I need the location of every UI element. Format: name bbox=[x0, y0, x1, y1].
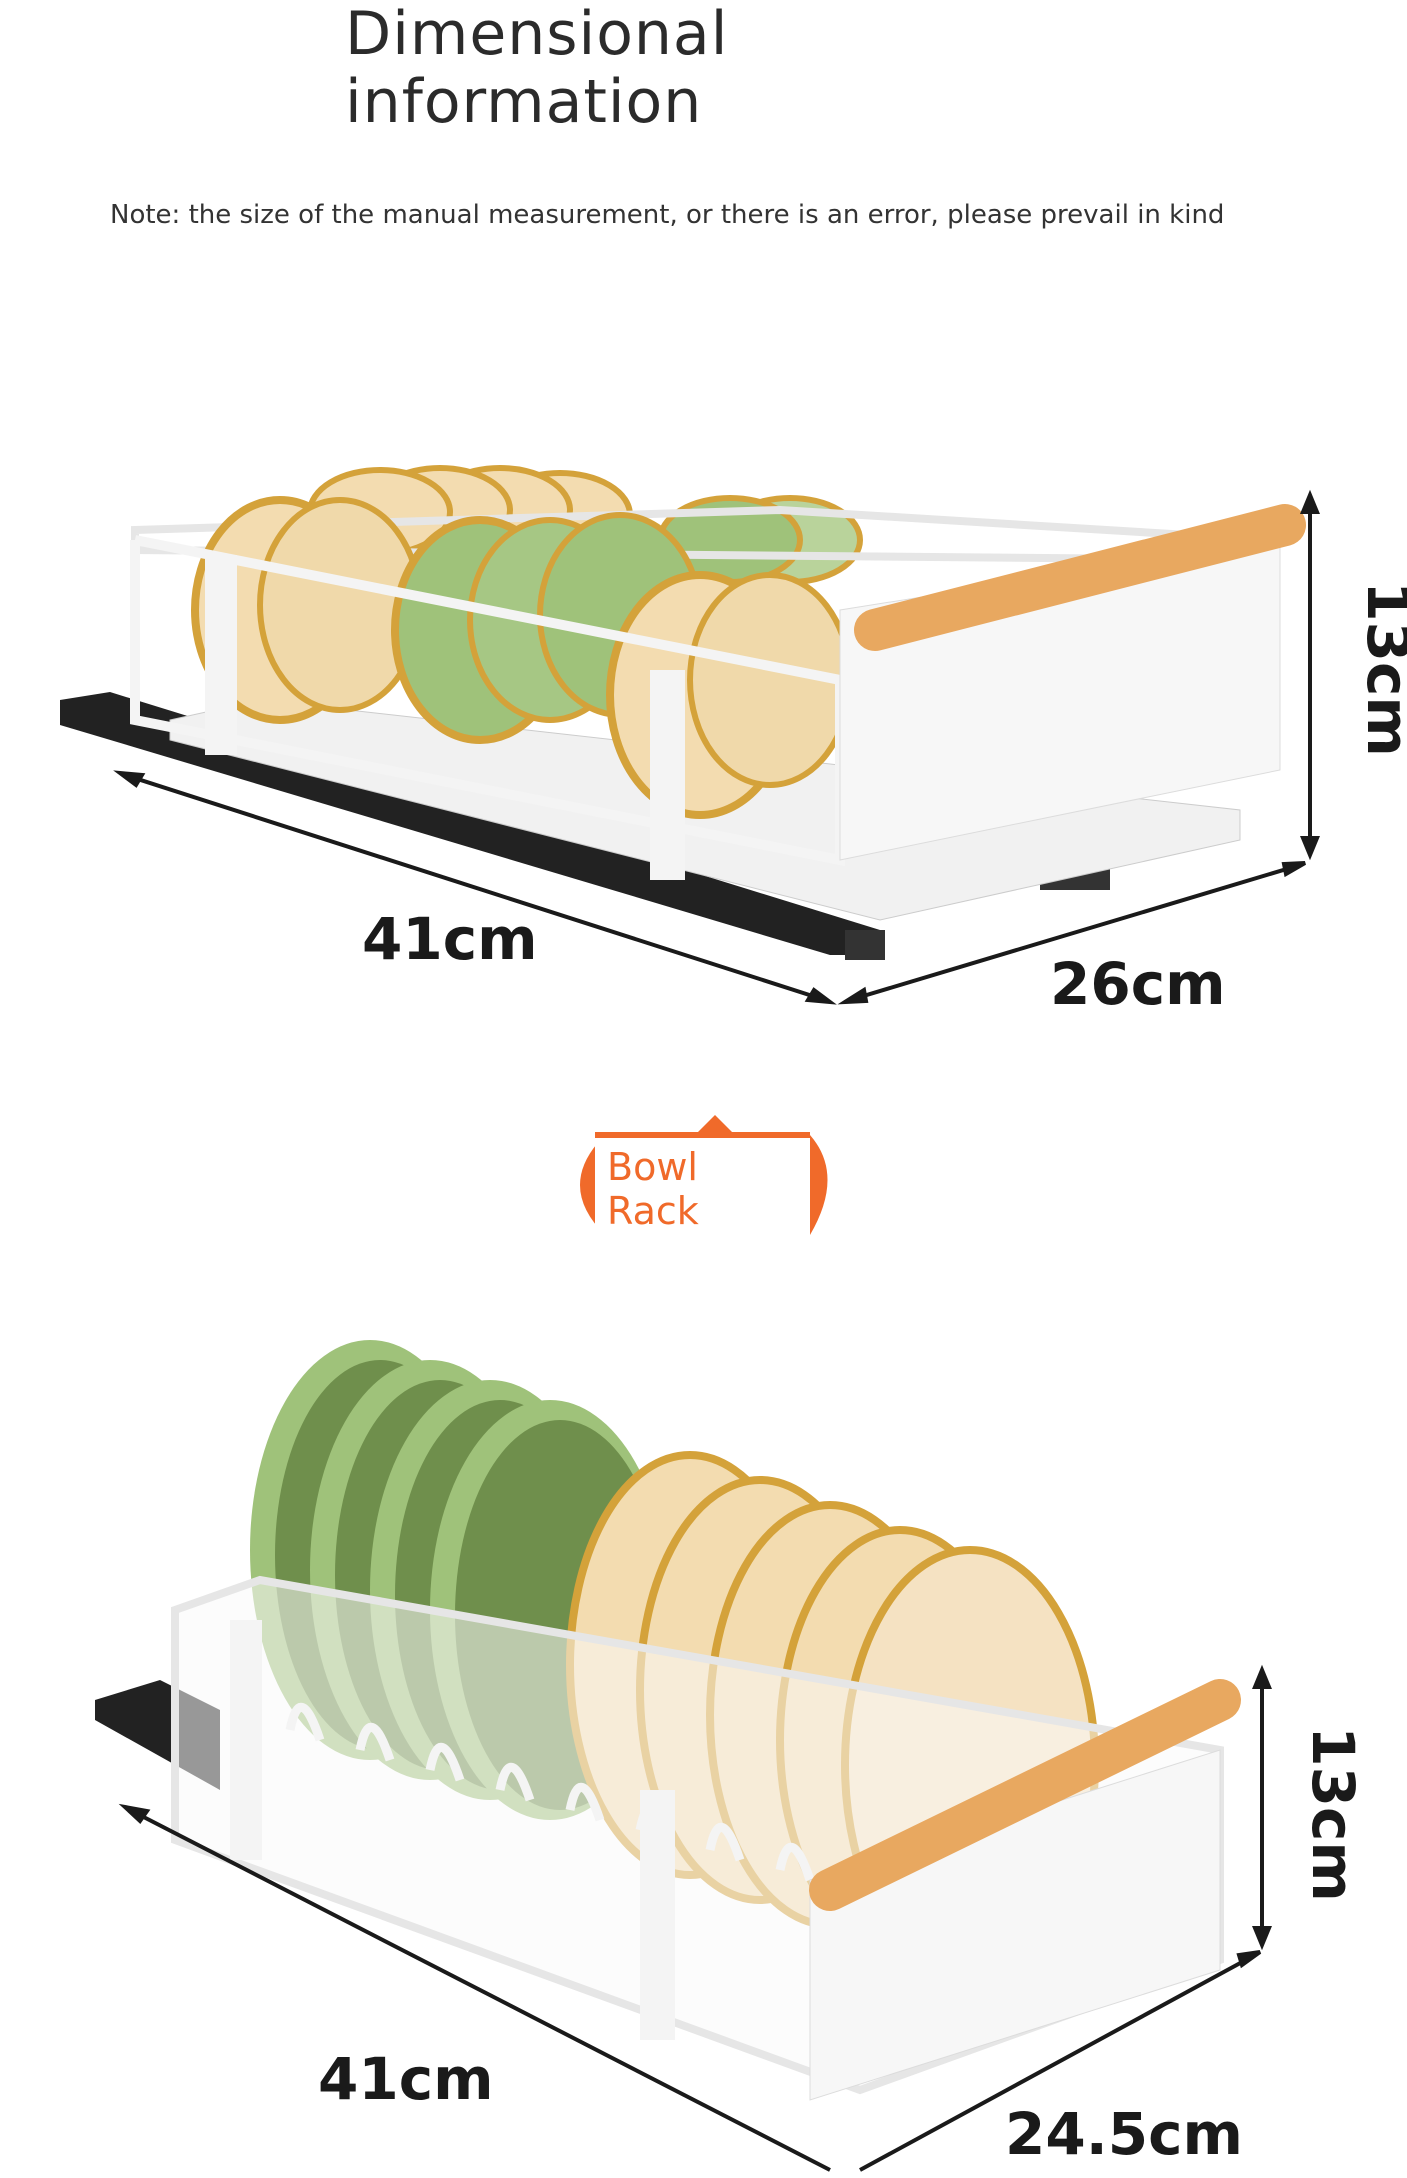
badge-label-line1: Bowl bbox=[607, 1145, 698, 1189]
bowl-rack-illustration bbox=[60, 465, 1320, 1005]
bowl-rack-height-label: 13cm bbox=[1353, 581, 1407, 757]
plate-rack-height-label: 13cm bbox=[1298, 1726, 1367, 1902]
bowl-rack-divider-right bbox=[650, 670, 685, 880]
plate-rack-depth-label: 24.5cm bbox=[1005, 2100, 1243, 2168]
measurement-note: Note: the size of the manual measurement… bbox=[110, 200, 1225, 230]
plate-rack-wooden-handle bbox=[809, 1679, 1241, 1911]
plate-rack-length-label: 41cm bbox=[318, 2045, 494, 2113]
badge-label-line2: Rack bbox=[607, 1189, 699, 1233]
bowl-rack-badge: Bowl Rack bbox=[545, 1095, 845, 1235]
plate-rack-illustration bbox=[95, 1340, 1272, 2172]
bowl-rack-divider-left bbox=[205, 555, 237, 755]
bowl-rack-length-label: 41cm bbox=[362, 905, 538, 973]
bowl-rack-depth-label: 26cm bbox=[1050, 950, 1226, 1018]
badge-label: Bowl Rack bbox=[607, 1145, 757, 1233]
plate-rack-wire-dividers bbox=[285, 1703, 815, 1882]
plate-rack-divider-right bbox=[640, 1790, 675, 2040]
bowl-rack-wooden-handle bbox=[854, 504, 1306, 651]
bowl-rack-dimension-arrows bbox=[113, 489, 1320, 1005]
plate-rack-end-panel bbox=[809, 1749, 1221, 2101]
badge-shape bbox=[580, 1115, 828, 1235]
plate-rack-dimension-arrows bbox=[118, 1664, 1272, 2172]
page-title: Dimensional information bbox=[345, 0, 729, 137]
bowl-rack-foot-left bbox=[845, 930, 885, 960]
plate-rack-divider-left bbox=[230, 1620, 262, 1860]
